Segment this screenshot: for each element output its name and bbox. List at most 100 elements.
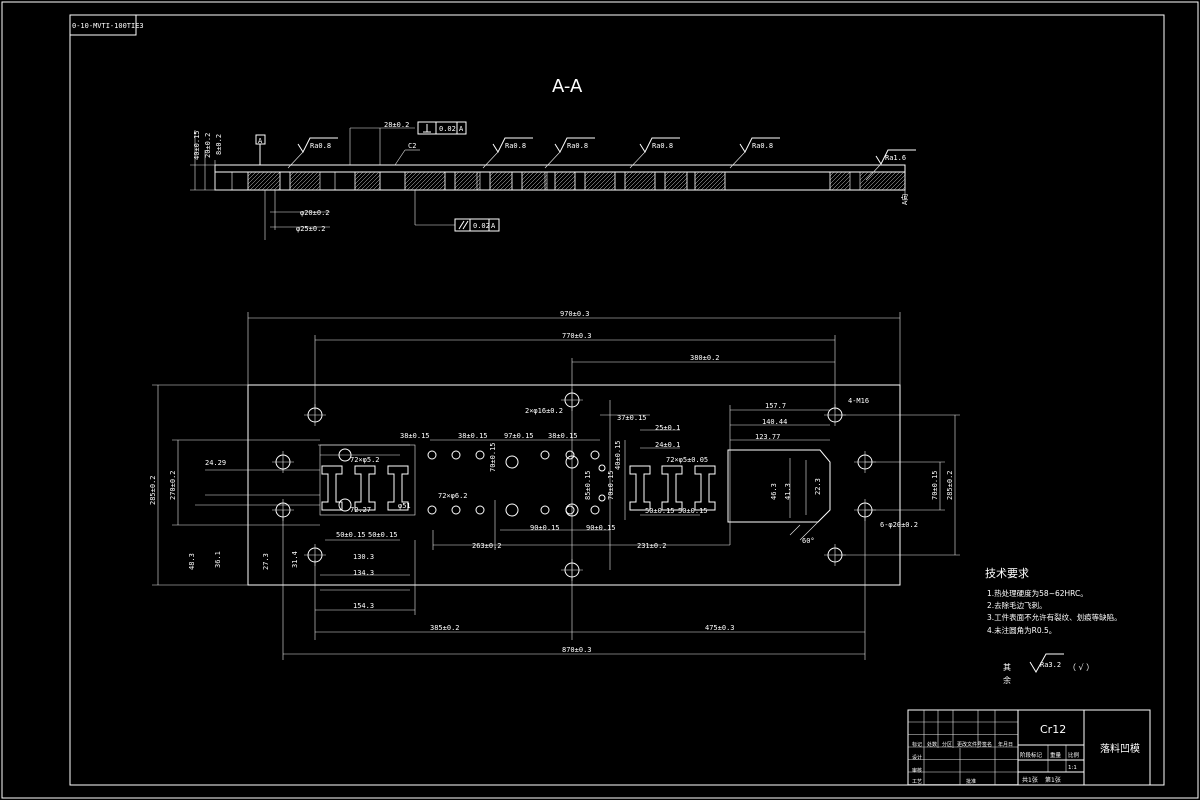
tiny-hole (598, 464, 606, 472)
dim-phi51: φ51 (398, 502, 411, 510)
remain-ra: Ra3.2 (1040, 661, 1061, 669)
par-frame (454, 218, 500, 232)
dim-72-27: 72.27 (350, 506, 371, 514)
dim-4m16: 4-M16 (848, 397, 869, 405)
perp-ref: A (459, 125, 464, 133)
blank-cutout (727, 449, 831, 523)
view-note: A向 (900, 194, 909, 205)
small-hole (427, 505, 437, 515)
dim-6x20: 6-φ20±0.2 (880, 521, 918, 529)
dim-870: 870±0.3 (562, 646, 592, 654)
dim-h3: 8±0.2 (215, 134, 223, 155)
dim-385: 385±0.2 (430, 624, 460, 632)
dim-50b: 50±0.15 (368, 531, 398, 539)
dim-263: 263±0.2 (472, 542, 502, 550)
section-view (190, 121, 916, 240)
tech-title: 技术要求 (985, 567, 1029, 580)
pos-dim: 28±0.2 (384, 121, 409, 129)
col-zone: 分区 (942, 741, 952, 748)
small-hole (590, 450, 600, 460)
pierce-holes (338, 448, 606, 517)
dim-50d: 50±0.15 (678, 507, 708, 515)
medium-hole (338, 498, 352, 512)
col-sign: 签名 (982, 741, 992, 748)
roughness-icon (875, 149, 916, 166)
col-change: 更改文件号 (957, 741, 982, 748)
roughness-icon (639, 137, 680, 154)
col-date: 年月日 (998, 741, 1013, 748)
drawing-code-box (69, 14, 137, 36)
medium-hole (505, 455, 519, 469)
dim-134: 134.3 (353, 569, 374, 577)
chamfer-label: C2 (408, 142, 416, 150)
tech-item-1: 1.热处理硬度为58~62HRC。 (987, 588, 1088, 598)
roughness-symbols (287, 137, 916, 181)
dim-72x6: 72×φ6.2 (438, 492, 468, 500)
dim-40: 40±0.15 (614, 440, 622, 470)
dim-22: 22.3 (814, 478, 822, 495)
dim-36: 36.1 (214, 551, 222, 568)
col-count: 处数 (927, 741, 937, 748)
roughness-remain-icon (1029, 653, 1064, 673)
dim-24-29: 24.29 (205, 459, 226, 467)
tech-item-4: 4.未注圆角为R0.5。 (987, 625, 1056, 635)
medium-hole (338, 448, 352, 462)
dia2-dim: φ25±0.2 (296, 225, 326, 233)
dim-140: 140.44 (762, 418, 787, 426)
dim-123: 123.77 (755, 433, 780, 441)
small-hole (540, 450, 550, 460)
remain-paren: （ √ ） (1068, 663, 1094, 672)
dim-38c: 38±0.15 (548, 432, 578, 440)
i-slot (387, 465, 409, 511)
dim-50c: 50±0.15 (645, 507, 675, 515)
roughness-icon (297, 137, 338, 154)
ra-1: Ra0.8 (505, 142, 526, 150)
section-title: A-A (552, 76, 583, 97)
dim-angle: 60° (802, 537, 815, 545)
perp-frame (417, 121, 467, 135)
dim-46: 46.3 (770, 483, 778, 500)
approve-label: 批准 (966, 778, 976, 785)
small-hole (475, 505, 485, 515)
medium-hole (565, 455, 579, 469)
row-review: 审核 (912, 767, 922, 774)
i-slot (629, 465, 651, 511)
dim-50a: 50±0.15 (336, 531, 366, 539)
dim-285-left: 285±0.2 (149, 475, 157, 505)
hatch-block (404, 171, 446, 191)
drawing-code: 0-10-MVTI-100TIE3 (72, 22, 144, 30)
dim-41: 41.3 (784, 483, 792, 500)
dim-285-right: 285±0.2 (946, 470, 954, 500)
small-hole (451, 505, 461, 515)
small-hole (565, 450, 575, 460)
row-mark: 标记 (912, 741, 922, 748)
roughness-icon (554, 137, 595, 154)
part-name: 落料凹模 (1100, 742, 1140, 755)
small-hole (427, 450, 437, 460)
dim-770: 770±0.3 (562, 332, 592, 340)
medium-hole (505, 503, 519, 517)
dim-h1: 40±0.15 (193, 130, 201, 160)
ra-right: Ra1.6 (885, 154, 906, 162)
scale-value: 1:1 (1068, 765, 1077, 771)
dim-38b: 38±0.15 (458, 432, 488, 440)
perp-value: 0.02 (439, 125, 456, 133)
material: Cr12 (1040, 723, 1066, 736)
dim-48: 48.3 (188, 553, 196, 570)
dim-2x16: 2×φ16±0.2 (525, 407, 563, 415)
dim-380: 380±0.2 (690, 354, 720, 362)
dim-70-right: 70±0.15 (931, 470, 939, 500)
tiny-hole (598, 494, 606, 502)
row-design: 设计 (912, 754, 922, 761)
row-process: 工艺 (912, 779, 922, 785)
dim-85: 85±0.15 (584, 470, 592, 500)
dia1-dim: φ20±0.2 (300, 209, 330, 217)
dim-h2: 20±0.2 (204, 133, 212, 158)
i-slot (354, 465, 376, 511)
plate-outline (247, 384, 901, 586)
dim-157: 157.7 (765, 402, 786, 410)
roughness-icon (492, 137, 533, 154)
i-slot (661, 465, 683, 511)
dim-231: 231±0.2 (637, 542, 667, 550)
